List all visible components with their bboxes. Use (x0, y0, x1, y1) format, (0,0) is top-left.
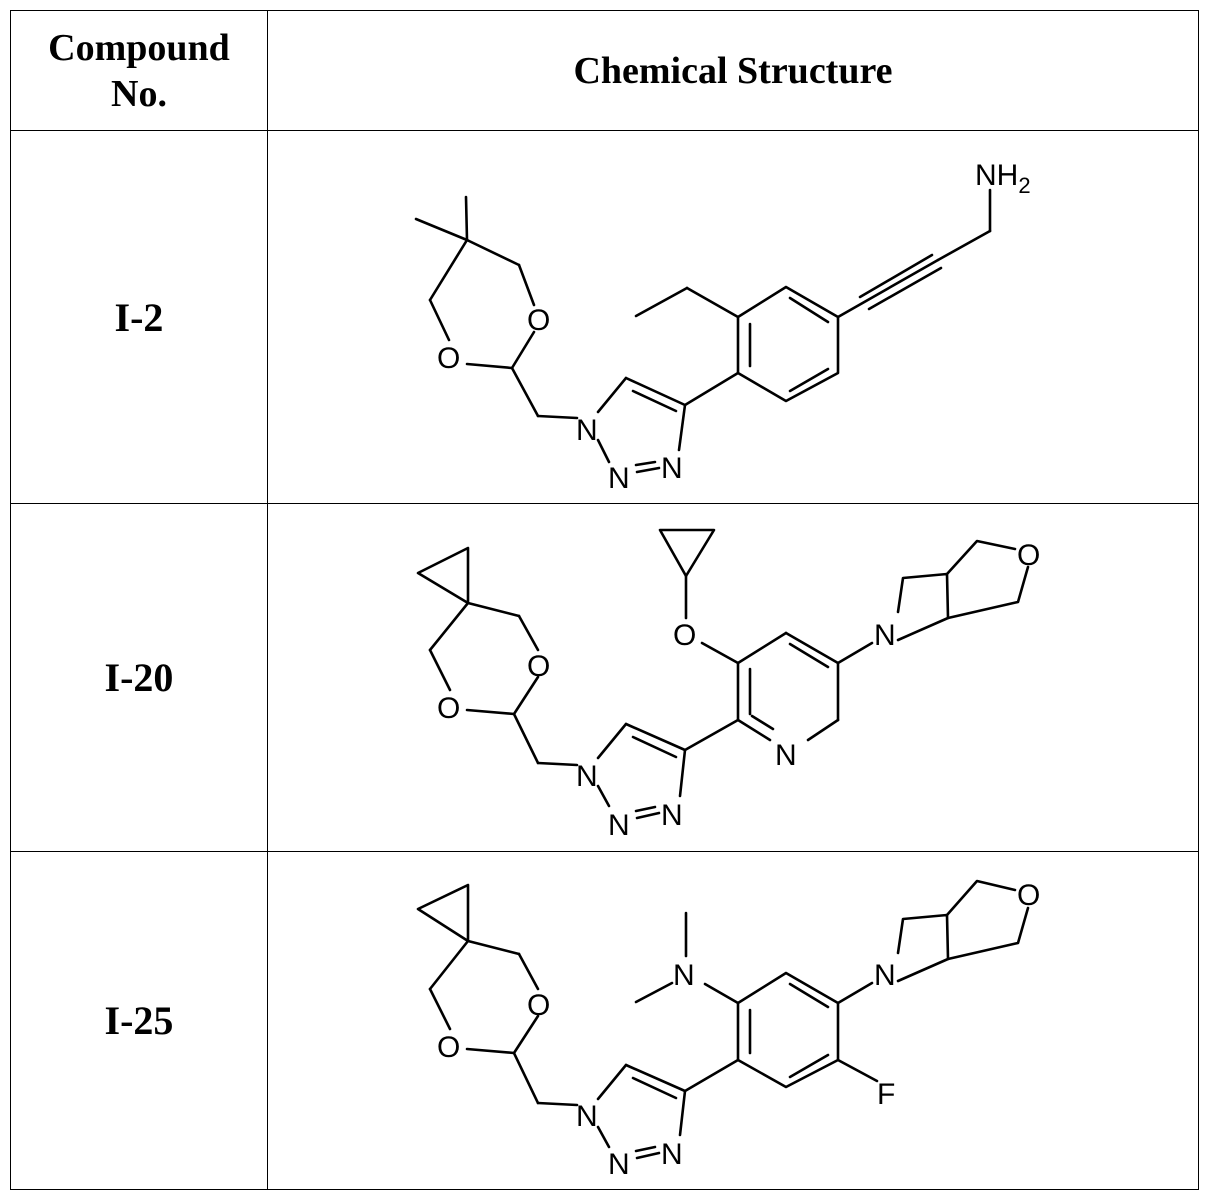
atom-o: O (437, 692, 460, 725)
atom-o: O (527, 650, 550, 683)
atom-n: N (661, 799, 683, 832)
atom-n: N (576, 414, 598, 447)
compound-id: I-25 (11, 852, 268, 1190)
atom-f: F (877, 1078, 895, 1111)
atom-n: N (608, 1148, 630, 1181)
atom-nh2: NH2 (975, 159, 1031, 198)
header-chemical-structure: Chemical Structure (268, 11, 1199, 131)
header-compound-no: Compound No. (11, 11, 268, 131)
atom-n-azetidine: N (874, 959, 896, 992)
chemical-structure-I-20: O O N N N O N N O (268, 505, 1197, 851)
atom-n-azetidine: N (874, 619, 896, 652)
atom-n-dimethylamino: N (673, 959, 695, 992)
table-row: I-2 (11, 131, 1199, 504)
table-row: I-20 (11, 504, 1199, 852)
atom-o: O (673, 619, 696, 652)
structure-cell: O O N N N O N N O (268, 504, 1199, 852)
atom-n: N (576, 1100, 598, 1133)
atom-o: O (437, 342, 460, 375)
compound-id: I-2 (11, 131, 268, 504)
structure-cell: O O N N N NH2 (268, 131, 1199, 504)
atom-o-oxetane: O (1017, 539, 1040, 572)
atom-o-oxetane: O (1017, 879, 1040, 912)
atom-o: O (527, 304, 550, 337)
compound-table: Compound No. Chemical Structure I-2 (10, 10, 1199, 1190)
atom-o: O (527, 989, 550, 1022)
header-compound-line1: Compound (11, 25, 267, 71)
atom-n: N (576, 760, 598, 793)
atom-n: N (661, 1138, 683, 1171)
header-row: Compound No. Chemical Structure (11, 11, 1199, 131)
atom-n: N (608, 809, 630, 842)
atom-n: N (608, 462, 630, 495)
compound-id: I-20 (11, 504, 268, 852)
chemical-structure-I-25: O O N N N N N O F (268, 853, 1197, 1189)
atom-n-pyridine: N (775, 739, 797, 772)
atom-o: O (437, 1031, 460, 1064)
table-row: I-25 (11, 852, 1199, 1190)
header-compound-line2: No. (11, 71, 267, 117)
atom-n: N (661, 452, 683, 485)
structure-cell: O O N N N N N O F (268, 852, 1199, 1190)
chemical-structure-I-2: O O N N N NH2 (268, 132, 1197, 503)
